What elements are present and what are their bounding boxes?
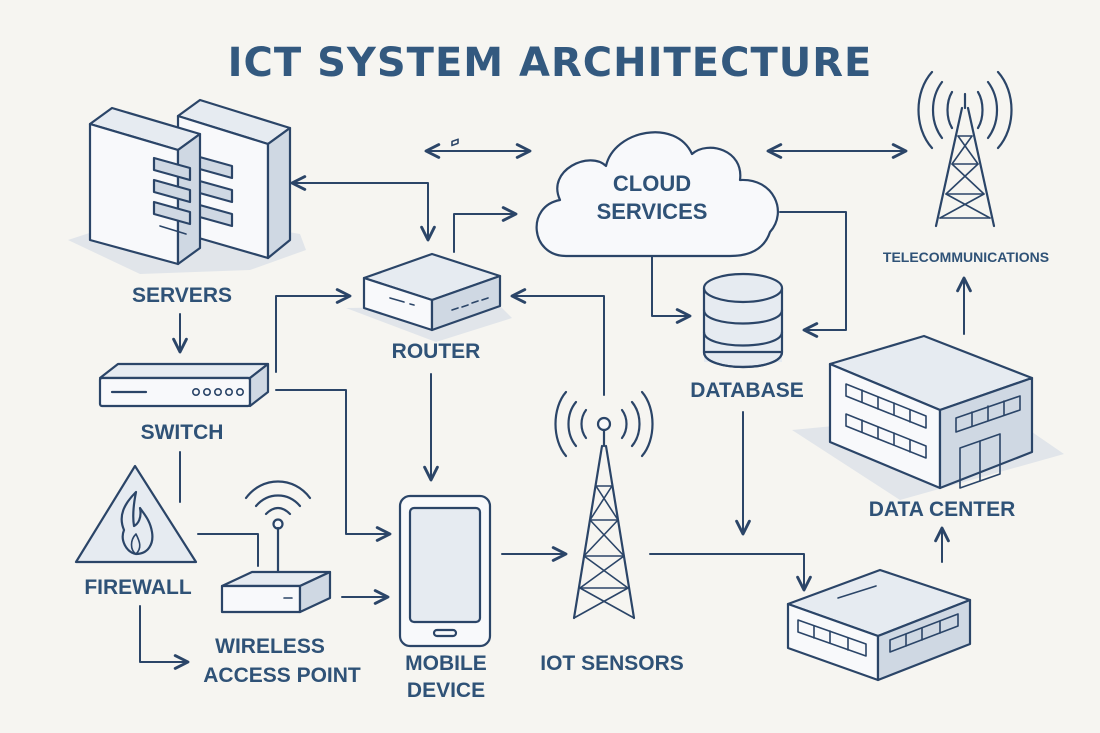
connector-switch-mobile <box>275 389 392 542</box>
iot-label: IOT SENSORS <box>540 652 684 675</box>
firewall-icon <box>74 464 198 564</box>
connector-iot-facility <box>649 553 812 592</box>
wireless-access-point-icon <box>220 480 332 614</box>
connector-iot-router <box>510 288 605 396</box>
telecom-tower-icon <box>917 70 1013 228</box>
data-center-icon <box>792 334 1064 500</box>
connector-cloud-database <box>651 253 692 324</box>
mobile-label-line2: DEVICE <box>407 679 485 702</box>
firewall-label: FIREWALL <box>84 576 191 599</box>
mobile-device-icon <box>398 494 492 648</box>
iot-sensor-tower-icon <box>554 390 654 620</box>
database-icon <box>702 272 784 368</box>
page-title: ICT SYSTEM ARCHITECTURE <box>228 40 873 86</box>
connector-router-cloud <box>453 206 518 253</box>
mobile-label-line1: MOBILE <box>405 652 487 675</box>
database-label: DATABASE <box>690 379 804 402</box>
data-center-label: DATA CENTER <box>869 498 1016 521</box>
switch-icon <box>98 362 270 408</box>
facility-building-icon <box>786 568 972 682</box>
cloud-label-line2: SERVICES <box>597 199 708 224</box>
router-icon <box>346 138 512 342</box>
telecom-label: TELECOMMUNICATIONS <box>883 249 1049 265</box>
connectors <box>139 143 972 670</box>
router-label: ROUTER <box>392 340 481 363</box>
switch-label: SWITCH <box>141 421 224 444</box>
connector-switch-router <box>275 288 352 373</box>
wap-label-line1: WIRELESS <box>215 635 325 658</box>
connector-firewall-wap <box>197 533 259 567</box>
cloud-icon <box>535 131 779 258</box>
cloud-label-line1: CLOUD <box>613 171 691 196</box>
servers-label: SERVERS <box>132 284 232 307</box>
servers-icon <box>68 98 306 274</box>
connector-servers-router <box>290 175 436 242</box>
wap-label-line2: ACCESS POINT <box>203 664 361 687</box>
connector-firewall-wap-bottom <box>139 605 190 670</box>
connector-cloud-database-loop <box>779 211 847 338</box>
